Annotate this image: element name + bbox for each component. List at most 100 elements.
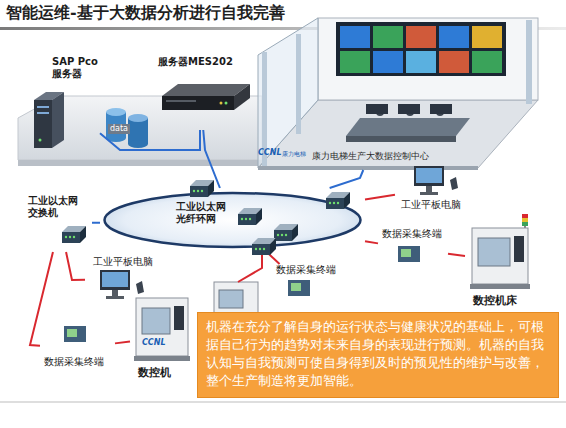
machine-logo: CCNL xyxy=(142,338,166,348)
control-center-room xyxy=(296,34,301,134)
cnc-machine xyxy=(514,236,524,262)
bottom-rule xyxy=(0,402,566,403)
tablet-pc xyxy=(136,281,144,294)
cnc-machine xyxy=(134,356,190,361)
ethernet-cable xyxy=(238,252,262,282)
network-link xyxy=(66,252,85,280)
server-tower xyxy=(39,139,42,142)
rack-server xyxy=(225,102,228,105)
tablet-pc xyxy=(100,270,144,299)
cnc-machine xyxy=(470,214,530,289)
control-center-room xyxy=(336,22,506,76)
ethernet-switch xyxy=(190,180,350,255)
control-center-room xyxy=(318,18,538,100)
network-link xyxy=(448,254,465,256)
callout-box: 机器在充分了解自身的运行状态与健康状况的基础上，可根据自己行为的趋势对未来自身的… xyxy=(197,312,559,398)
network-link xyxy=(267,252,280,264)
cnc-node: 数控机床 xyxy=(465,215,540,307)
database-drums xyxy=(128,140,148,148)
network-link xyxy=(203,130,220,188)
data-terminal xyxy=(398,246,420,262)
tablet-pc xyxy=(112,290,118,296)
tablet-pc xyxy=(100,270,130,290)
node-label: 数控机 xyxy=(138,366,195,379)
cnc-machine xyxy=(522,222,528,226)
data-terminal xyxy=(67,329,77,337)
tablet-pc xyxy=(414,166,444,186)
control-center-room xyxy=(406,51,436,73)
ethernet-switch xyxy=(238,208,262,225)
tablet-pc xyxy=(416,168,442,183)
server-tower xyxy=(52,92,64,148)
node-label: SAP Pco 服务器 xyxy=(52,56,100,80)
cnc-machine xyxy=(522,214,528,218)
control-center-room xyxy=(398,104,420,114)
control-center-room xyxy=(526,20,532,104)
data-tag: data xyxy=(108,124,130,134)
network-link xyxy=(365,241,378,243)
tablet-node: 工业平板电脑 xyxy=(395,165,470,213)
tablet-pc xyxy=(106,296,124,299)
network-link xyxy=(115,342,130,344)
data-terminal xyxy=(288,280,310,296)
data-terminal xyxy=(288,280,310,296)
rack-server xyxy=(166,100,196,102)
server-tower xyxy=(37,106,49,108)
cnc-machine xyxy=(478,238,510,266)
ethernet-switch xyxy=(252,238,276,255)
control-center-room xyxy=(439,26,469,48)
data-terminal xyxy=(401,249,411,257)
cnc-machine xyxy=(470,284,530,289)
cnc-machine xyxy=(522,218,528,222)
ethernet-switch xyxy=(190,180,214,197)
ring-outline xyxy=(100,188,365,252)
cnc-node: 数控机 xyxy=(130,290,195,385)
ethernet-switch xyxy=(326,192,350,209)
cnc-machine xyxy=(134,298,190,361)
database-drums xyxy=(106,108,126,116)
bottom-rule xyxy=(0,402,566,403)
server-platform xyxy=(18,160,262,166)
server-tower xyxy=(37,112,49,114)
control-center-room xyxy=(258,18,318,168)
node-label: 机器在充分了解自身的运行状态与健康状况的基础上，可根据自己行为的趋势对未来自身的… xyxy=(206,318,552,391)
terminal-node: 数据采集终端 xyxy=(378,228,448,270)
node-label: 工业以太网交换机 xyxy=(28,195,82,219)
tablet-pc xyxy=(102,272,128,287)
network-link xyxy=(30,252,53,346)
control-center-room xyxy=(472,26,502,48)
rack-server xyxy=(162,96,234,110)
node-label: 数据采集终端 xyxy=(44,356,115,368)
ring-outline xyxy=(105,193,361,247)
control-center-room xyxy=(366,104,388,114)
cnc-machine xyxy=(219,290,243,308)
control-center-room xyxy=(346,136,456,142)
network-link xyxy=(365,195,395,200)
ethernet-cable xyxy=(238,252,262,282)
control-center-room xyxy=(373,51,403,73)
tablet-pc xyxy=(450,177,458,190)
database-drums xyxy=(106,108,148,148)
server-tower xyxy=(34,100,52,148)
tablet-pc xyxy=(426,186,432,192)
node-label: 数控机床 xyxy=(473,294,540,307)
server-tower xyxy=(34,92,64,148)
ethernet-switch xyxy=(274,224,298,241)
control-center-room xyxy=(472,51,502,73)
node-label: 工业以太网光纤环网 xyxy=(176,201,232,225)
control-center-room xyxy=(258,166,478,170)
tablet-pc xyxy=(414,166,458,195)
company-logo-text: 康力电梯 xyxy=(282,150,306,157)
rack-server xyxy=(220,102,223,105)
page-title: 智能运维-基于大数据分析进行自我完善 xyxy=(6,3,285,24)
node-label: 工业平板电脑 xyxy=(93,256,160,268)
cnc-machine xyxy=(472,228,528,284)
terminal-node: 数据采集终端 xyxy=(40,322,115,374)
data-terminal xyxy=(291,283,301,291)
rack-server xyxy=(234,84,250,110)
data-terminal xyxy=(64,326,86,342)
control-center-room xyxy=(430,104,452,114)
